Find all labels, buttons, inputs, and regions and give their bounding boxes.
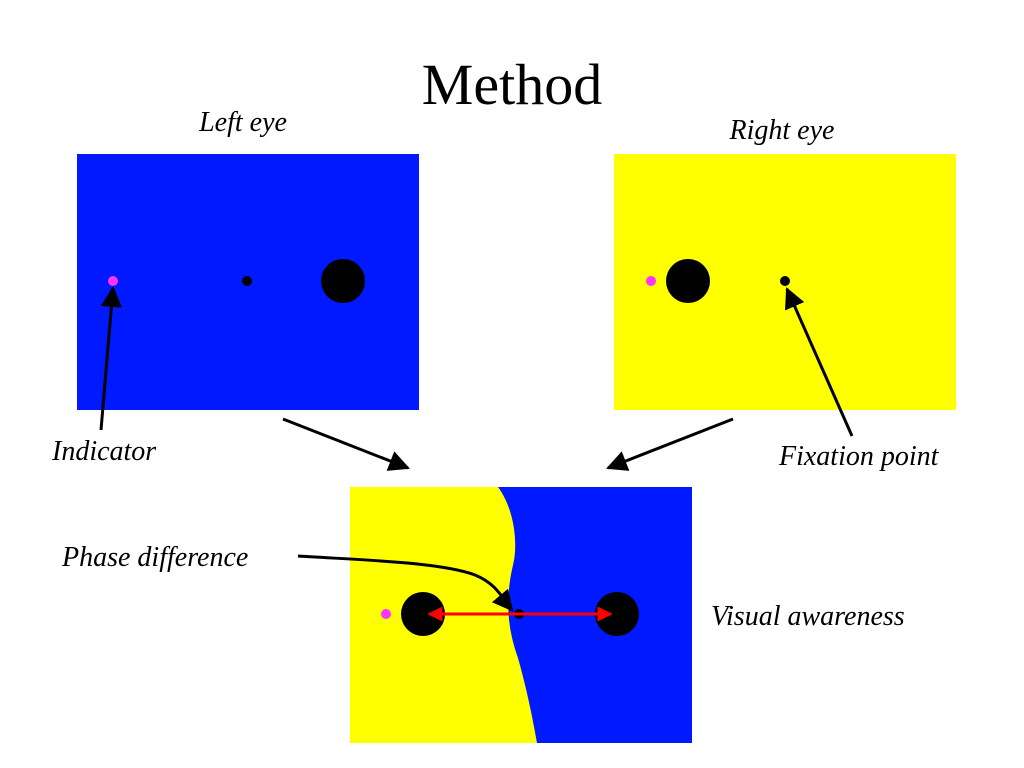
awareness-left-disc [401,592,445,636]
fixation-point-label: Fixation point [778,441,940,472]
indicator-label: Indicator [51,436,156,467]
left-eye-fixation-point [242,276,252,286]
right-eye-indicator-dot [646,276,656,286]
left-eye-indicator-dot [108,276,118,286]
right-eye-fixation-point [780,276,790,286]
left-eye-disc [321,259,365,303]
awareness-right-disc [595,592,639,636]
phase-difference-arrow [297,554,514,612]
awareness-indicator-dot [381,609,391,619]
left-eye-label: Left eye [198,107,287,138]
left-eye-panel [77,154,419,410]
slide-title: Method [422,52,602,117]
left-to-awareness-arrow [282,417,410,471]
indicator-arrow [99,285,122,431]
phase-difference-label: Phase difference [61,542,248,573]
visual-awareness-label: Visual awareness [711,601,905,632]
right-eye-disc [666,259,710,303]
right-eye-panel [614,154,956,410]
visual-awareness-panel [350,487,692,743]
right-eye-label: Right eye [729,115,835,146]
fixation-point-arrow [785,287,854,437]
right-to-awareness-arrow [606,417,734,471]
